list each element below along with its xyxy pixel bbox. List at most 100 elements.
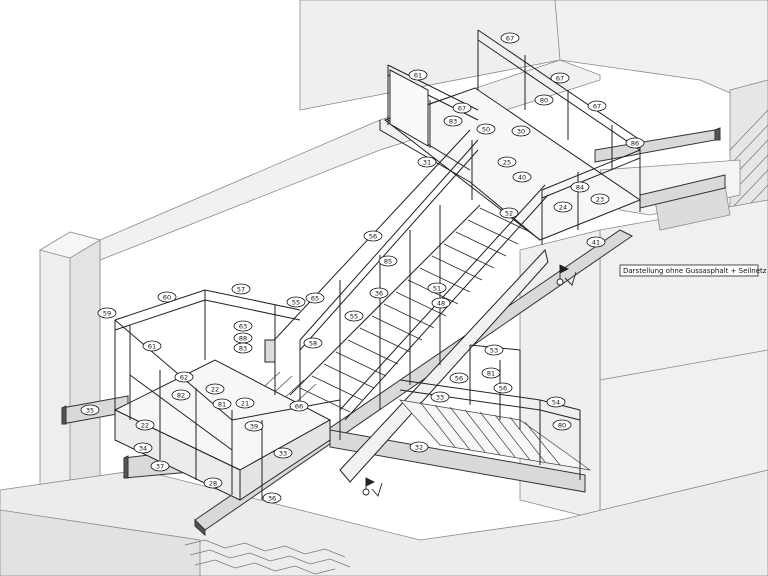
balloon-label: 81 xyxy=(218,401,226,409)
position-balloon: 31 xyxy=(417,156,437,168)
position-balloon: 24 xyxy=(553,201,573,213)
position-balloon: 33 xyxy=(430,391,450,403)
balloon-outline xyxy=(205,383,225,395)
balloon-label: 57 xyxy=(237,286,245,294)
balloon-outline xyxy=(142,340,162,352)
position-balloon: 37 xyxy=(150,460,170,472)
balloon-outline xyxy=(135,419,155,431)
position-balloon: 61 xyxy=(142,340,162,352)
balloon-label: 59 xyxy=(103,310,111,318)
balloon-outline xyxy=(244,420,264,432)
balloon-label: 30 xyxy=(517,128,525,136)
position-balloon: 67 xyxy=(500,32,520,44)
position-balloon: 65 xyxy=(305,292,325,304)
balloon-label: 32 xyxy=(415,444,423,452)
position-balloon: 22 xyxy=(135,419,155,431)
position-balloon: 41 xyxy=(586,236,606,248)
position-balloon: 62 xyxy=(174,371,194,383)
balloon-label: 48 xyxy=(437,300,445,308)
balloon-label: 23 xyxy=(596,196,604,204)
balloon-outline xyxy=(174,371,194,383)
right-lower-edge xyxy=(599,349,768,381)
balloon-outline xyxy=(286,296,306,308)
balloon-label: 56 xyxy=(369,233,377,241)
lower-rails xyxy=(114,129,549,451)
beam-36-face xyxy=(194,518,206,537)
balloon-outline xyxy=(408,69,428,81)
position-balloon: 56 xyxy=(449,372,469,384)
position-balloon: 57 xyxy=(231,283,251,295)
balloon-label: 52 xyxy=(505,210,513,218)
balloon-label: 54 xyxy=(552,399,560,407)
balloon-label: 22 xyxy=(141,422,149,430)
balloon-label: 85 xyxy=(384,258,392,266)
balloon-outline xyxy=(550,72,570,84)
position-balloon: 67 xyxy=(452,102,472,114)
balloon-label: 82 xyxy=(177,392,185,400)
position-balloon: 81 xyxy=(481,367,501,379)
balloon-outline xyxy=(449,372,469,384)
balloon-outline xyxy=(512,171,532,183)
position-balloon: 80 xyxy=(552,419,572,431)
lower-landing xyxy=(113,129,549,501)
position-balloon: 60 xyxy=(157,291,177,303)
balloon-outline xyxy=(493,382,513,394)
balloon-outline xyxy=(303,337,323,349)
balloon-label: 86 xyxy=(631,140,639,148)
position-balloon: 86 xyxy=(625,137,645,149)
note-frame xyxy=(619,264,759,277)
balloon-label: 66 xyxy=(295,403,303,411)
balloon-label: 37 xyxy=(156,463,164,471)
position-balloon: 51 xyxy=(427,282,447,294)
balloon-label: 63 xyxy=(239,323,247,331)
position-balloon: 84 xyxy=(570,181,590,193)
balloon-label: 84 xyxy=(576,184,584,192)
balloon-outline xyxy=(484,344,504,356)
balloon-outline xyxy=(476,123,496,135)
position-balloon: 67 xyxy=(587,100,607,112)
balloon-outline xyxy=(273,447,293,459)
position-balloon: 22 xyxy=(205,383,225,395)
balloon-label: 80 xyxy=(540,97,548,105)
balloon-label: 40 xyxy=(518,174,526,182)
balloon-outline xyxy=(452,102,472,114)
position-balloon: 88 xyxy=(233,332,253,344)
balloon-outline xyxy=(497,156,517,168)
left-column-top xyxy=(38,231,102,259)
position-balloon: 36 xyxy=(369,287,389,299)
balloon-label: 39 xyxy=(250,423,258,431)
position-balloon: 54 xyxy=(546,396,566,408)
balloon-outline xyxy=(590,193,610,205)
balloon-label: 56 xyxy=(499,385,507,393)
balloon-outline xyxy=(625,137,645,149)
balloon-label: 81 xyxy=(487,370,495,378)
balloon-outline xyxy=(587,100,607,112)
balloon-label: 88 xyxy=(239,335,247,343)
balloon-outline xyxy=(150,460,170,472)
position-balloon: 33 xyxy=(273,447,293,459)
position-balloon: 36 xyxy=(262,492,282,504)
stringer-inner xyxy=(289,204,481,396)
position-balloon: 56 xyxy=(493,382,513,394)
balloon-outline xyxy=(231,283,251,295)
position-balloon: 83 xyxy=(233,342,253,354)
position-balloon: 83 xyxy=(443,115,463,127)
balloon-outline xyxy=(157,291,177,303)
balloon-outline xyxy=(171,389,191,401)
balloon-label: 61 xyxy=(414,72,422,80)
balloon-label: 67 xyxy=(556,75,564,83)
position-balloon: 40 xyxy=(512,171,532,183)
beam-32 xyxy=(329,429,586,493)
position-balloon: 81 xyxy=(212,398,232,410)
position-balloon: 55 xyxy=(286,296,306,308)
balloon-outline xyxy=(546,396,566,408)
beam-37-end xyxy=(123,455,129,479)
balloon-label: 58 xyxy=(309,340,317,348)
balloon-outline xyxy=(409,441,429,453)
balloon-outline xyxy=(235,397,255,409)
balloon-label: 21 xyxy=(241,400,249,408)
floor-steps xyxy=(184,539,351,575)
balloon-label: 60 xyxy=(163,294,171,302)
